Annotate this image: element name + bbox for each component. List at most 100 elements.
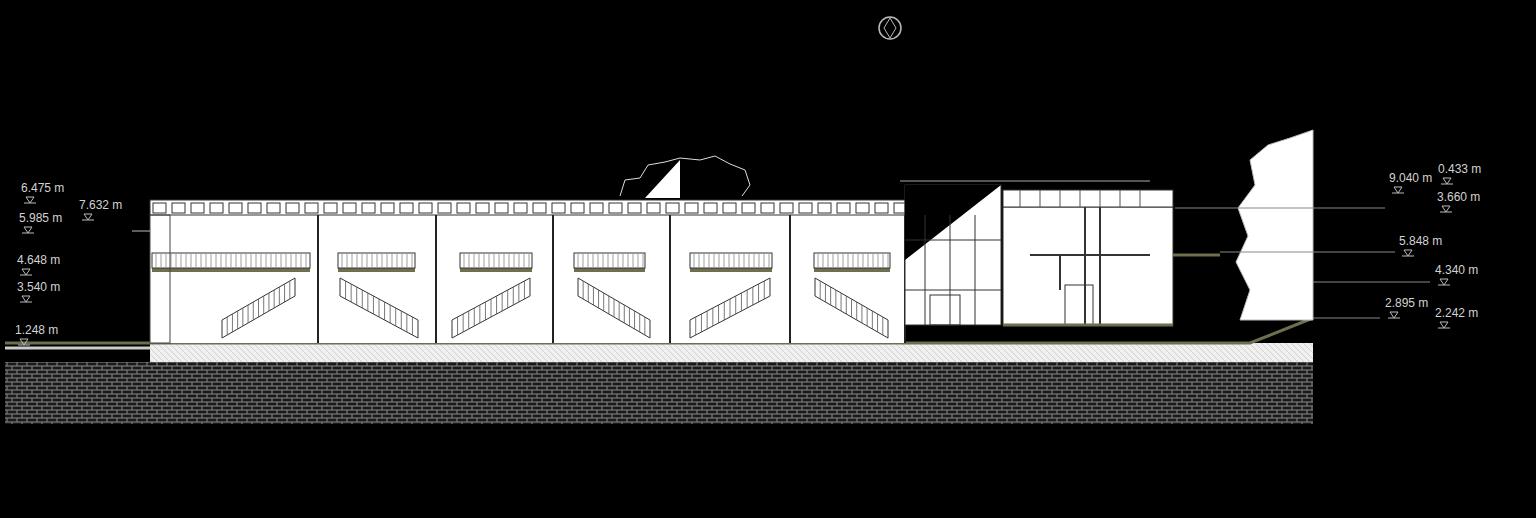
level-marker xyxy=(82,214,94,220)
roof-panel xyxy=(210,203,223,213)
tree-outline xyxy=(620,156,750,196)
roof-panel xyxy=(172,203,185,213)
tree-silhouette xyxy=(1236,130,1313,320)
roof-panel xyxy=(666,203,679,213)
roof-panel xyxy=(229,203,242,213)
elevation-label: 4.340 m xyxy=(1434,263,1479,277)
roof-panel xyxy=(704,203,717,213)
mezzanine xyxy=(338,253,415,272)
leader-line xyxy=(1175,208,1430,318)
elevation-label: 7.632 m xyxy=(78,198,123,212)
roof-panel xyxy=(799,203,812,213)
annex-frame xyxy=(1030,207,1150,325)
roof-panel xyxy=(248,203,261,213)
level-marker xyxy=(1438,279,1450,285)
roof-panel xyxy=(286,203,299,213)
roof-panel xyxy=(400,203,413,213)
north-symbol xyxy=(884,18,896,38)
leader-line xyxy=(132,231,150,232)
door xyxy=(930,295,960,325)
roof-panel xyxy=(571,203,584,213)
roof-panel xyxy=(495,203,508,213)
roof-truss xyxy=(150,200,905,215)
column xyxy=(552,215,554,343)
level-marker xyxy=(1392,187,1404,193)
elevation-label: 9.040 m xyxy=(1388,171,1433,185)
roof-panel xyxy=(723,203,736,213)
stair xyxy=(222,278,295,338)
roof-panel xyxy=(438,203,451,213)
elevation-label: 6.475 m xyxy=(20,181,65,195)
stair xyxy=(578,278,650,338)
roof-panel xyxy=(305,203,318,213)
roof-panel xyxy=(324,203,337,213)
roof-panel xyxy=(476,203,489,213)
terrain-line xyxy=(5,347,150,350)
north-symbol xyxy=(879,17,901,39)
level-marker xyxy=(20,296,32,302)
roof-panel xyxy=(267,203,280,213)
roof-truss xyxy=(1020,190,1140,207)
hall-wall xyxy=(150,215,905,343)
column xyxy=(435,215,437,343)
elevation-label: 4.648 m xyxy=(16,253,61,267)
elevation-label: 2.895 m xyxy=(1384,296,1429,310)
roof-panel xyxy=(875,203,888,213)
glass-mullion xyxy=(905,215,1001,325)
glass-shadow xyxy=(905,185,1001,260)
roof-panel xyxy=(742,203,755,213)
column xyxy=(789,215,791,343)
annex-wall xyxy=(1003,207,1173,325)
roof-panel xyxy=(609,203,622,213)
stair xyxy=(815,278,888,338)
roof-panel xyxy=(647,203,660,213)
roof-panel xyxy=(780,203,793,213)
level-marker xyxy=(22,227,34,233)
door xyxy=(1065,285,1093,325)
column xyxy=(317,215,319,343)
level-marker xyxy=(1438,322,1450,328)
floor-line xyxy=(1003,324,1173,327)
tree-shadow xyxy=(645,160,680,198)
roof-panel xyxy=(818,203,831,213)
mezzanine xyxy=(814,253,890,272)
level-marker xyxy=(18,339,30,345)
annex-roof xyxy=(1003,190,1173,207)
column xyxy=(669,215,671,343)
roof-panel xyxy=(552,203,565,213)
roof-panel xyxy=(419,203,432,213)
roof-panel xyxy=(856,203,869,213)
roof-panel xyxy=(761,203,774,213)
floor-slab xyxy=(150,343,1313,362)
elevation-label: 3.660 m xyxy=(1436,190,1481,204)
roof-panel xyxy=(837,203,850,213)
roof-panel xyxy=(343,203,356,213)
level-marker xyxy=(1402,250,1414,256)
level-marker xyxy=(1441,178,1453,184)
roof-panel xyxy=(533,203,546,213)
elevation-label: 1.248 m xyxy=(14,323,59,337)
level-marker xyxy=(1440,206,1452,212)
roof-panel xyxy=(685,203,698,213)
elevation-label: 3.540 m xyxy=(16,280,61,294)
elevation-label: 0.433 m xyxy=(1437,162,1482,176)
level-marker xyxy=(1388,312,1400,318)
mezzanine xyxy=(574,253,645,272)
level-marker xyxy=(20,269,32,275)
facade-glazing xyxy=(150,215,170,343)
mezzanine xyxy=(152,253,310,272)
roof-panel xyxy=(590,203,603,213)
roof-line xyxy=(900,181,1150,182)
roof-panel xyxy=(191,203,204,213)
roof-panel xyxy=(514,203,527,213)
stair xyxy=(340,278,418,338)
roof-panel xyxy=(457,203,470,213)
roof-panel xyxy=(153,203,166,213)
stair xyxy=(690,278,770,338)
roof-panel xyxy=(628,203,641,213)
mezzanine xyxy=(460,253,532,272)
glass-hall xyxy=(905,185,1001,325)
ground-hatch xyxy=(5,362,1313,424)
